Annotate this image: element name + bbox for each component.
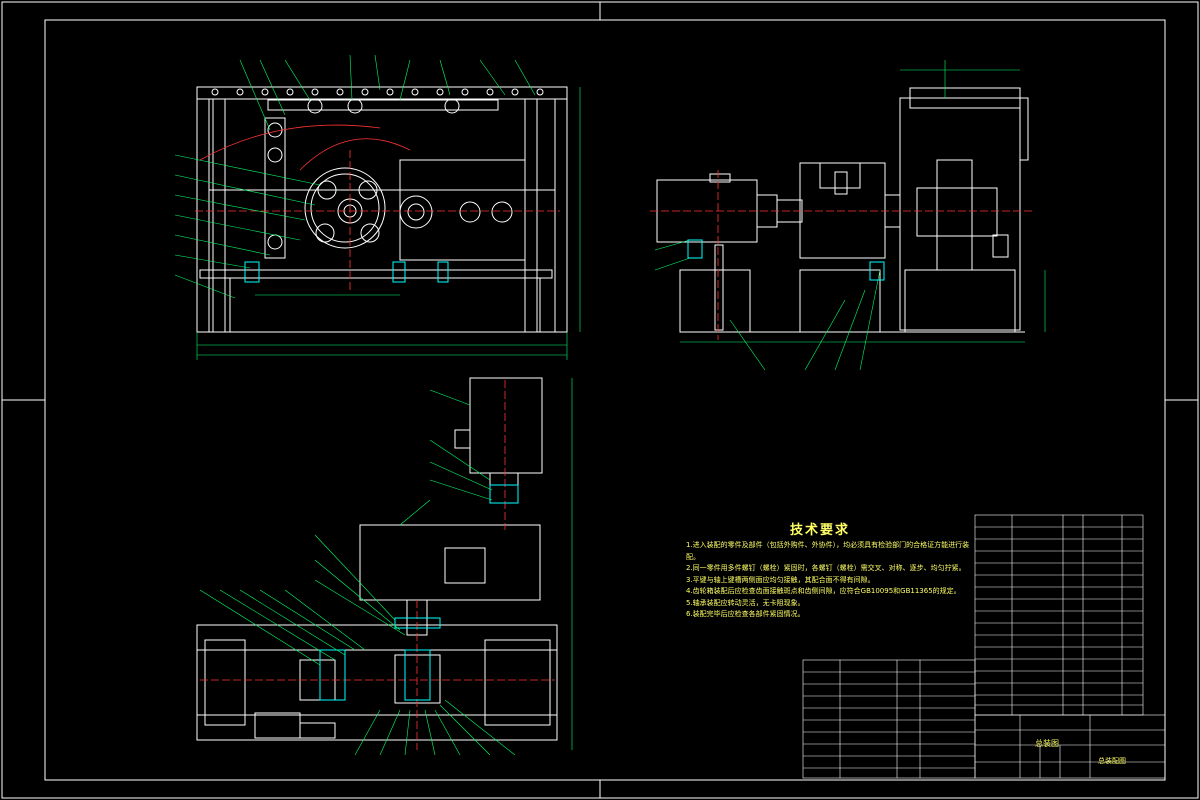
top-view-red bbox=[200, 380, 555, 750]
top-view-dims bbox=[199, 378, 573, 756]
side-view bbox=[656, 87, 1029, 333]
tech-requirement-item: 5.轴承装配应转动灵活，无卡阻现象。 bbox=[686, 598, 805, 607]
tech-requirement-item: 3.平键与轴上键槽两侧面应均匀接触，其配合面不得有间隙。 bbox=[686, 575, 875, 584]
tech-requirement-item: 1.进入装配的零件及部件（包括外购件、外协件），均必须具有检验部门的合格证方能进… bbox=[686, 541, 970, 561]
front-view-cyan bbox=[244, 261, 449, 283]
side-view-cyan bbox=[687, 239, 885, 281]
chain-links bbox=[211, 88, 544, 96]
front-view-dims bbox=[174, 54, 581, 360]
side-view-red bbox=[650, 170, 1035, 340]
parts-list bbox=[802, 514, 1166, 779]
tech-requirements-list: 1.进入装配的零件及部件（包括外购件、外协件），均必须具有检验部门的合格证方能进… bbox=[686, 540, 976, 621]
tech-requirement-item: 2.同一零件用多件螺钉（螺栓）紧固时，各螺钉（螺栓）需交叉、对称、逐步、均匀拧紧… bbox=[686, 564, 966, 572]
tech-requirements-title: 技术要求 bbox=[790, 523, 851, 538]
front-view-red bbox=[195, 124, 560, 290]
title-block-drawing-name: 总装配图 bbox=[1098, 757, 1126, 765]
top-view bbox=[196, 377, 558, 741]
tech-requirement-item: 6.装配完毕后应检查各部件紧固情况。 bbox=[686, 610, 805, 618]
tech-requirement-item: 4.齿轮箱装配后应检查齿面接触斑点和齿侧间隙，应符合GB10095和GB1136… bbox=[686, 587, 961, 595]
top-view-hatch bbox=[319, 484, 519, 701]
side-view-dims bbox=[654, 60, 1046, 371]
title-block-title: 总装图 bbox=[1035, 739, 1059, 748]
